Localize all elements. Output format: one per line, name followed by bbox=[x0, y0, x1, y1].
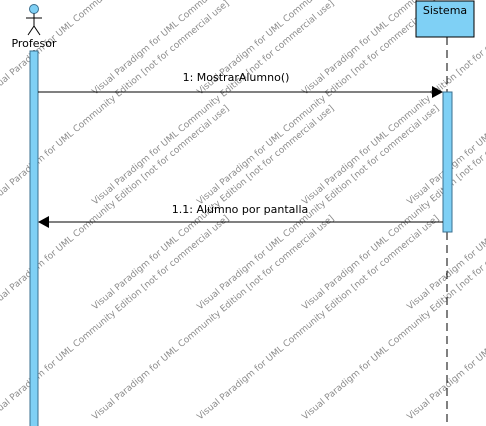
message-return-label: 1.1: Alumno por pantalla bbox=[172, 203, 309, 216]
sistema-activation-bar[interactable] bbox=[442, 91, 453, 233]
watermark-text: Visual Paradigm for UML Community Editio… bbox=[91, 0, 337, 207]
lifeline-head-box[interactable] bbox=[415, 0, 475, 38]
message-call[interactable]: 1: MostrarAlumno() bbox=[38, 71, 443, 98]
lifeline-name: Sistema bbox=[423, 4, 467, 17]
filled-arrowhead-icon bbox=[38, 216, 49, 228]
watermark-text: Visual Paradigm for UML Community Editio… bbox=[91, 214, 337, 423]
actor-activation-bar[interactable] bbox=[29, 50, 39, 426]
watermark-text: Visual Paradigm for UML Community Editio… bbox=[301, 214, 486, 423]
message-return[interactable]: 1.1: Alumno por pantalla bbox=[38, 203, 443, 228]
filled-arrowhead-icon bbox=[432, 86, 443, 98]
watermark-text: Visual Paradigm for UML Community Editio… bbox=[196, 0, 442, 207]
message-call-label: 1: MostrarAlumno() bbox=[183, 71, 290, 84]
stick-figure-actor-icon bbox=[26, 4, 42, 36]
actor-name: Profesor bbox=[11, 37, 57, 50]
actor-profesor[interactable]: Profesor bbox=[11, 4, 57, 51]
watermark-text: Visual Paradigm for UML Community Editio… bbox=[301, 104, 486, 313]
lifeline-sistema[interactable]: Sistema bbox=[415, 0, 475, 38]
watermark-text: Visual Paradigm for UML Community Editio… bbox=[196, 214, 442, 423]
